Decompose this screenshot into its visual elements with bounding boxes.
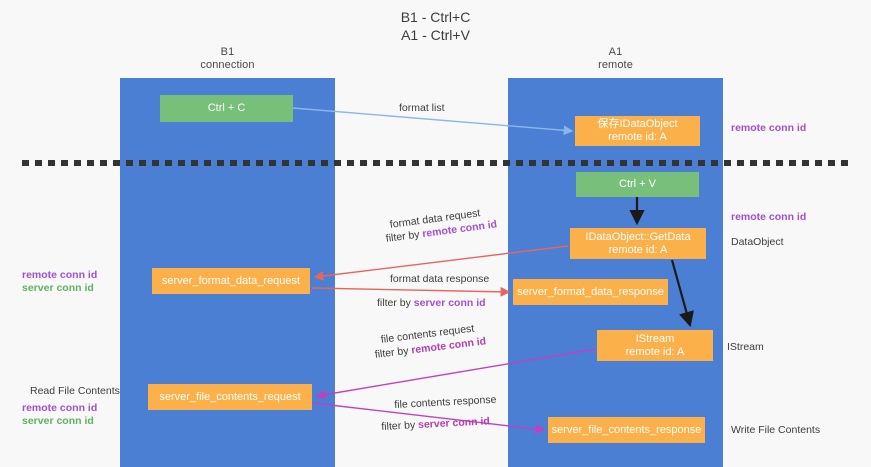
node-server-format-data-request-label: server_format_data_request bbox=[161, 274, 301, 287]
swimlane-header-b1-name: B1 bbox=[220, 46, 235, 58]
node-istream-sub: remote id: A bbox=[625, 345, 685, 358]
node-save-idataobject-sub: remote id: A bbox=[608, 131, 667, 143]
edge-label-file-contents-response: file contents response bbox=[394, 393, 497, 412]
node-server-file-contents-request[interactable]: server_file_contents_request bbox=[148, 384, 312, 410]
node-server-format-data-response[interactable]: server_format_data_response bbox=[513, 279, 668, 305]
swimlane-header-a1-name: A1 bbox=[608, 46, 623, 58]
node-ctrl-c[interactable]: Ctrl + C bbox=[160, 95, 293, 122]
node-save-idataobject-label: 保存IDataObject bbox=[597, 118, 678, 130]
edge-label-format-list: format list bbox=[399, 101, 445, 115]
note-right-dataobject: DataObject bbox=[731, 236, 784, 248]
edge-label-file-contents-response-text: file contents response bbox=[394, 393, 497, 411]
edge-label-format-data-response-filter: filter by server conn id bbox=[377, 296, 486, 310]
edge-label-format-data-response: format data response bbox=[390, 272, 489, 286]
note-right-remote-conn-id-top: remote conn id bbox=[731, 122, 807, 134]
note-right-remote-conn-id-mid: remote conn id bbox=[731, 211, 807, 223]
swimlane-header-a1: A1 remote bbox=[508, 46, 723, 72]
edge-label-format-data-response-filter-prefix: filter by bbox=[377, 297, 414, 309]
arrow-format-data-response bbox=[311, 286, 511, 297]
edge-label-file-contents-response-filter-key: server conn id bbox=[417, 415, 491, 432]
note-right-write-file-contents: Write File Contents bbox=[731, 424, 821, 436]
edge-label-file-contents-response-filter: filter by server conn id bbox=[381, 414, 490, 434]
node-idataobject-getdata[interactable]: IDataObject::GetData remote id: A bbox=[570, 228, 706, 259]
swimlane-header-a1-sub: remote bbox=[598, 59, 633, 71]
diagram-title: B1 - Ctrl+C A1 - Ctrl+V bbox=[0, 8, 871, 44]
title-line-1: B1 - Ctrl+C bbox=[400, 9, 471, 25]
swimlane-header-b1-sub: connection bbox=[200, 59, 255, 71]
node-idataobject-getdata-label: IDataObject::GetData bbox=[585, 230, 691, 243]
node-server-file-contents-response-label: server_file_contents_response bbox=[551, 423, 702, 436]
edge-label-format-data-request-filter-prefix: filter by bbox=[385, 228, 424, 245]
note-left-remote-conn-id-2: remote conn id bbox=[22, 402, 98, 414]
edge-label-file-contents-request-filter-prefix: filter by bbox=[374, 344, 413, 361]
note-left-remote-conn-id: remote conn id bbox=[22, 269, 98, 281]
node-server-file-contents-request-label: server_file_contents_request bbox=[159, 390, 301, 403]
node-ctrl-c-label: Ctrl + C bbox=[207, 102, 246, 114]
swimlane-header-b1: B1 connection bbox=[120, 46, 335, 72]
note-left-server-conn-id: server conn id bbox=[22, 282, 94, 294]
node-server-file-contents-response[interactable]: server_file_contents_response bbox=[548, 417, 705, 443]
node-server-format-data-response-label: server_format_data_response bbox=[517, 285, 664, 298]
node-ctrl-v-label: Ctrl + V bbox=[619, 178, 656, 190]
edge-label-file-contents-response-filter-prefix: filter by bbox=[381, 419, 419, 433]
note-left-conn-ids-bottom: remote conn id server conn id bbox=[22, 402, 97, 428]
edge-label-format-list-text: format list bbox=[399, 102, 445, 114]
edge-label-format-data-response-filter-key: server conn id bbox=[413, 297, 486, 309]
edge-label-format-data-response-text: format data response bbox=[390, 273, 490, 285]
title-line-2: A1 - Ctrl+V bbox=[401, 27, 470, 43]
node-save-idataobject[interactable]: 保存IDataObject remote id: A bbox=[575, 116, 700, 146]
node-istream-label: IStream bbox=[635, 332, 675, 345]
node-idataobject-getdata-sub: remote id: A bbox=[608, 243, 668, 256]
node-server-format-data-request[interactable]: server_format_data_request bbox=[152, 268, 310, 294]
node-istream[interactable]: IStream remote id: A bbox=[597, 330, 713, 361]
node-ctrl-v[interactable]: Ctrl + V bbox=[576, 172, 699, 197]
note-left-server-conn-id-2: server conn id bbox=[22, 415, 94, 427]
phase-divider bbox=[22, 160, 852, 166]
note-left-conn-ids-top: remote conn id server conn id bbox=[22, 269, 97, 295]
note-right-istream: IStream bbox=[727, 341, 764, 353]
note-left-read-file-contents: Read File Contents bbox=[30, 385, 120, 397]
